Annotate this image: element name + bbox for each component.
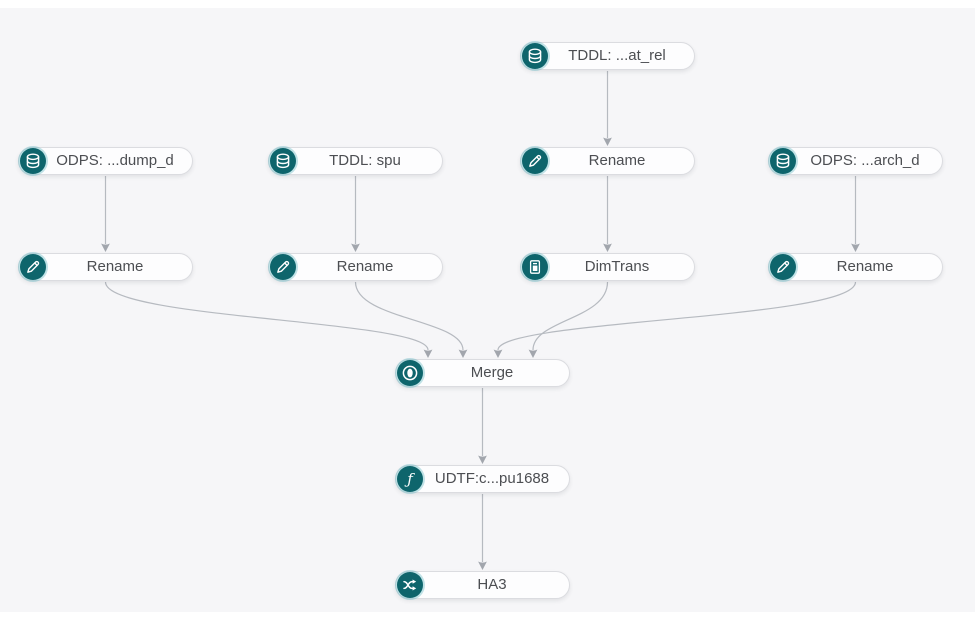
node-rename-4[interactable]: Rename — [768, 253, 943, 281]
edge-rename-1-to-merge-arrowhead-icon — [423, 349, 433, 358]
svg-text:ƒ: ƒ — [404, 470, 415, 488]
function-icon: ƒ — [397, 466, 423, 492]
node-label: DimTrans — [584, 258, 650, 275]
node-label: Rename — [836, 258, 894, 275]
pencil-icon — [770, 254, 796, 280]
edge-udtf-to-ha3-arrowhead-icon — [478, 561, 487, 570]
node-label: HA3 — [477, 576, 507, 593]
edge-rename-2-to-merge-arrowhead-icon — [458, 349, 468, 358]
node-merge[interactable]: Merge — [395, 359, 570, 387]
node-label: TDDL: ...at_rel — [568, 47, 666, 64]
database-icon — [522, 43, 548, 69]
edge-rename-1-to-merge — [104, 281, 429, 351]
edge-tddl-spu-to-rename-2-arrowhead-icon — [351, 243, 360, 252]
database-icon — [270, 148, 296, 174]
node-rename-1[interactable]: Rename — [18, 253, 193, 281]
pencil-icon — [522, 148, 548, 174]
shuffle-icon — [397, 572, 423, 598]
node-tddl-at-rel[interactable]: TDDL: ...at_rel — [520, 42, 695, 70]
node-odps-arch-d[interactable]: ODPS: ...arch_d — [768, 147, 943, 175]
node-label: Rename — [588, 152, 646, 169]
document-icon — [522, 254, 548, 280]
database-icon — [20, 148, 46, 174]
node-label: UDTF:c...pu1688 — [434, 470, 550, 487]
node-rename-2[interactable]: Rename — [268, 253, 443, 281]
edge-odps-dump-d-to-rename-1-arrowhead-icon — [101, 243, 110, 252]
node-odps-dump-d[interactable]: ODPS: ...dump_d — [18, 147, 193, 175]
node-label: TDDL: spu — [329, 152, 401, 169]
edge-dimtrans-to-merge — [532, 281, 609, 351]
edge-rename-4-to-merge-arrowhead-icon — [493, 349, 503, 358]
edge-rename-4-to-merge — [497, 281, 857, 351]
node-label: ODPS: ...dump_d — [56, 152, 174, 169]
edge-dimtrans-to-merge-arrowhead-icon — [528, 349, 538, 358]
node-label: Merge — [470, 364, 514, 381]
node-udtf[interactable]: ƒ UDTF:c...pu1688 — [395, 465, 570, 493]
edge-tddl-at-rel-to-rename-3-arrowhead-icon — [603, 137, 612, 146]
database-icon — [770, 148, 796, 174]
edge-rename-3-to-dimtrans-arrowhead-icon — [603, 243, 612, 252]
edge-layer — [101, 71, 860, 570]
node-dimtrans[interactable]: DimTrans — [520, 253, 695, 281]
merge-icon — [397, 360, 423, 386]
edge-rename-2-to-merge — [354, 281, 464, 351]
node-label: ODPS: ...arch_d — [810, 152, 920, 169]
edge-odps-arch-d-to-rename-4-arrowhead-icon — [851, 243, 860, 252]
node-label: Rename — [86, 258, 144, 275]
pencil-icon — [20, 254, 46, 280]
page-margin-top — [0, 0, 975, 8]
node-rename-3[interactable]: Rename — [520, 147, 695, 175]
page-margin-bottom — [0, 612, 975, 620]
edge-merge-to-udtf-arrowhead-icon — [478, 455, 487, 464]
pencil-icon — [270, 254, 296, 280]
node-label: Rename — [336, 258, 394, 275]
node-ha3[interactable]: HA3 — [395, 571, 570, 599]
node-tddl-spu[interactable]: TDDL: spu — [268, 147, 443, 175]
